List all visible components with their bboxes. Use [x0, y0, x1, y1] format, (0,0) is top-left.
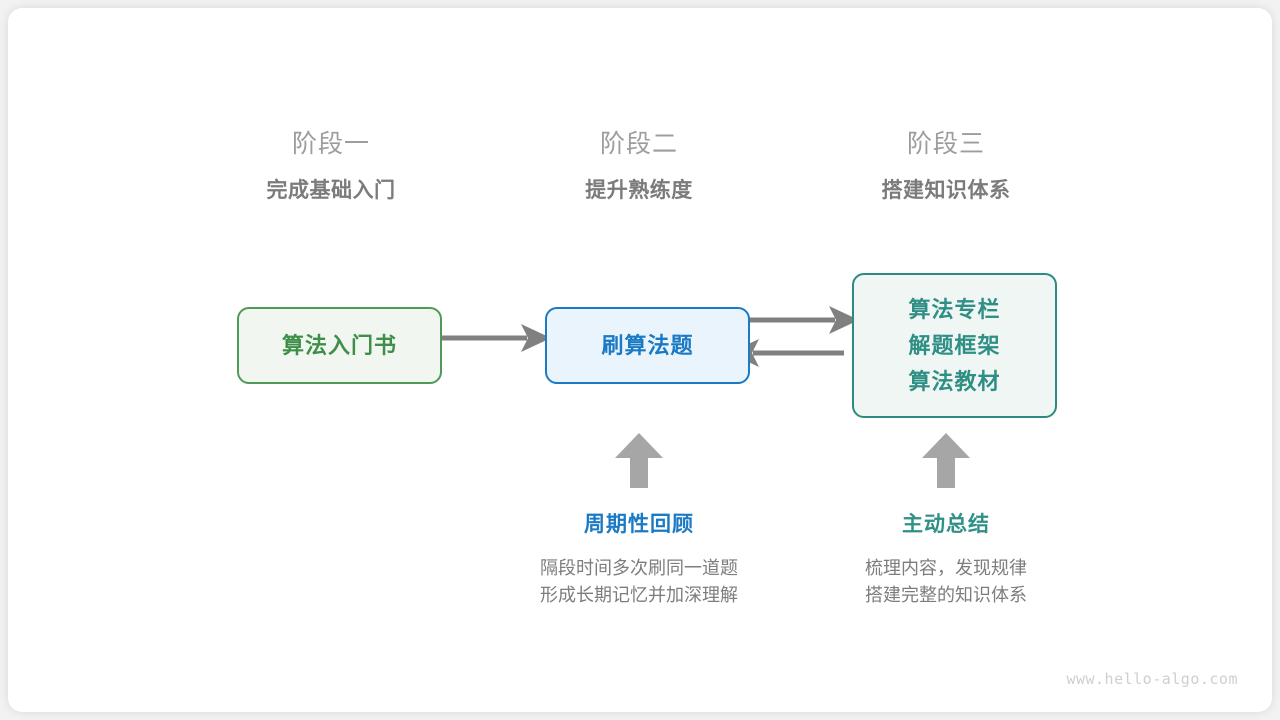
node-resources-line-1: 算法专栏	[908, 296, 1001, 322]
annotation-summary-desc-line-1: 梳理内容，发现规律	[865, 558, 1027, 578]
arrow-review-up	[615, 433, 663, 488]
node-resources-line-2: 解题框架	[908, 332, 1001, 358]
stage-header-3: 阶段三 搭建知识体系	[796, 128, 1096, 206]
annotation-review-desc-line-2: 形成长期记忆并加深理解	[540, 585, 738, 605]
stage-name-2: 阶段二	[599, 130, 678, 158]
annotation-active-summary: 主动总结 梳理内容，发现规律 搭建完整的知识体系	[781, 511, 1111, 609]
node-book-line-1: 算法入门书	[281, 332, 397, 358]
annotation-summary-desc-line-2: 搭建完整的知识体系	[865, 585, 1027, 605]
arrow-summary-up	[922, 433, 970, 488]
stage-name-3: 阶段三	[906, 130, 985, 158]
stage-name-1: 阶段一	[291, 130, 370, 158]
annotation-review-title: 周期性回顾	[584, 513, 694, 536]
stage-header-1: 阶段一 完成基础入门	[181, 128, 481, 206]
stage-title-2: 提升熟练度	[585, 179, 693, 202]
stage-title-1: 完成基础入门	[266, 179, 396, 202]
watermark-url: www.hello-algo.com	[1066, 670, 1238, 688]
node-knowledge-resources[interactable]: 算法专栏 解题框架 算法教材	[852, 273, 1057, 418]
node-algorithm-intro-book[interactable]: 算法入门书	[237, 307, 442, 384]
diagram-card: 阶段一 完成基础入门 阶段二 提升熟练度 阶段三 搭建知识体系	[8, 8, 1272, 712]
annotation-periodic-review: 周期性回顾 隔段时间多次刷同一道题 形成长期记忆并加深理解	[474, 511, 804, 609]
node-practice-problems[interactable]: 刷算法题	[545, 307, 750, 384]
annotation-summary-title: 主动总结	[902, 513, 990, 536]
annotation-summary-desc: 梳理内容，发现规律 搭建完整的知识体系	[781, 555, 1111, 609]
node-resources-line-3: 算法教材	[908, 368, 1001, 394]
stage-title-3: 搭建知识体系	[881, 179, 1011, 202]
annotation-review-desc-line-1: 隔段时间多次刷同一道题	[540, 558, 738, 578]
node-practice-line-1: 刷算法题	[601, 332, 694, 358]
stage-header-2: 阶段二 提升熟练度	[489, 128, 789, 206]
annotation-review-desc: 隔段时间多次刷同一道题 形成长期记忆并加深理解	[474, 555, 804, 609]
